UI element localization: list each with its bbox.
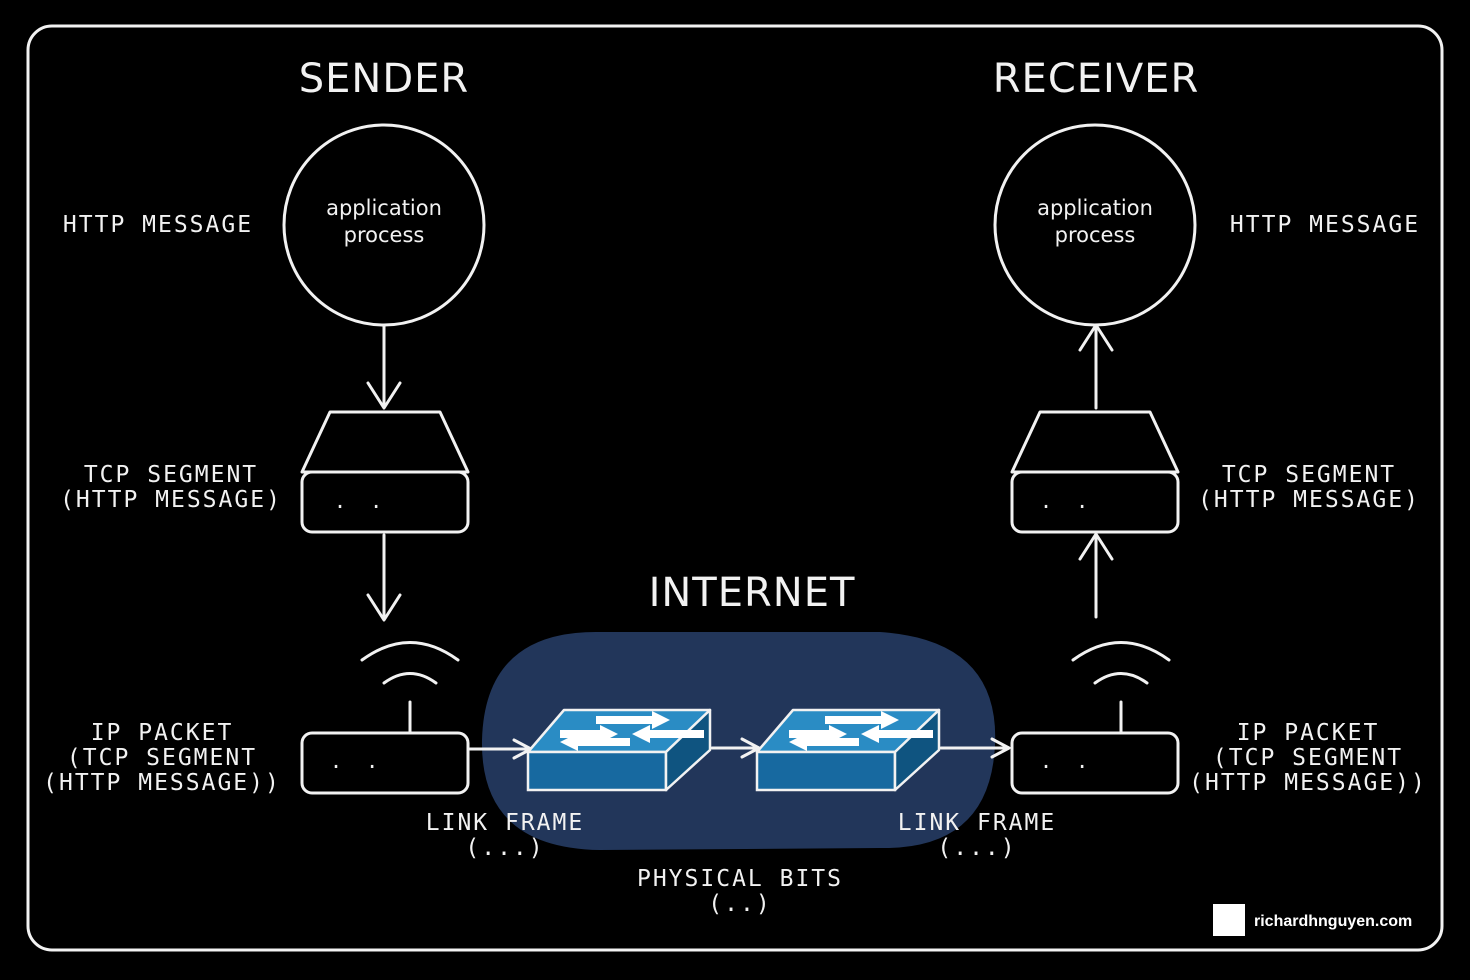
link-arrow-switch2-to-receiver (939, 737, 1011, 759)
switch-1-icon (526, 708, 712, 792)
sender-tcp-label-line1: TCP SEGMENT (84, 462, 258, 488)
brand-site-name: richardhnguyen.com (1254, 913, 1412, 930)
receiver-tcp-dots: . . (1040, 489, 1094, 513)
sender-title: SENDER (299, 56, 469, 102)
receiver-title: RECEIVER (993, 56, 1200, 102)
receiver-arrow-up-1 (1078, 323, 1114, 410)
sender-application-process: application process (282, 123, 486, 327)
receiver-application-process: application process (993, 123, 1197, 327)
sender-ip-dots: . . (330, 749, 384, 773)
sender-ip-label-line3: (HTTP MESSAGE)) (43, 770, 281, 796)
receiver-ip-packet-box: . . (1010, 731, 1180, 795)
sender-tcp-label-line2: (HTTP MESSAGE) (60, 487, 282, 513)
physical-bits-line1: PHYSICAL BITS (637, 866, 843, 892)
sender-process-line1: application (326, 196, 442, 220)
switch-2-icon (755, 708, 941, 792)
receiver-process-line2: process (1055, 223, 1136, 247)
receiver-ip-dots: . . (1040, 749, 1094, 773)
receiver-http-label: HTTP MESSAGE (1230, 212, 1420, 238)
sender-process-line2: process (344, 223, 425, 247)
sender-arrow-down-1 (366, 324, 402, 410)
receiver-ip-label-line2: (TCP SEGMENT (1213, 745, 1403, 771)
receiver-tcp-label-line2: (HTTP MESSAGE) (1198, 487, 1420, 513)
sender-tcp-dots: . . (334, 489, 388, 513)
receiver-link-frame-line1: LINK FRAME (898, 810, 1056, 836)
sender-tcp-segment-box: . . (300, 410, 470, 534)
receiver-wifi-icon (1071, 641, 1171, 734)
receiver-ip-label-line1: IP PACKET (1237, 720, 1380, 746)
sender-ip-packet-box: . . (300, 731, 470, 795)
receiver-tcp-label-line1: TCP SEGMENT (1222, 462, 1396, 488)
receiver-process-line1: application (1037, 196, 1153, 220)
internet-title: INTERNET (649, 570, 856, 616)
sender-link-frame-line1: LINK FRAME (426, 810, 584, 836)
sender-wifi-icon (360, 641, 460, 734)
physical-bits-line2: (..) (708, 891, 771, 917)
internet-cloud (481, 631, 996, 850)
receiver-arrow-up-2 (1078, 532, 1114, 619)
diagram-frame (26, 24, 1444, 952)
sender-ip-label-line2: (TCP SEGMENT (67, 745, 257, 771)
sender-link-frame-line2: (...) (465, 835, 544, 861)
sender-arrow-down-2 (366, 533, 402, 622)
brand-logo-square (1213, 904, 1245, 936)
receiver-tcp-segment-box: . . (1010, 410, 1180, 534)
sender-http-label: HTTP MESSAGE (63, 212, 253, 238)
site-branding: richardhnguyen.com (1213, 904, 1412, 936)
receiver-link-frame-line2: (...) (937, 835, 1016, 861)
receiver-ip-label-line3: (HTTP MESSAGE)) (1189, 770, 1427, 796)
sender-ip-label-line1: IP PACKET (91, 720, 234, 746)
